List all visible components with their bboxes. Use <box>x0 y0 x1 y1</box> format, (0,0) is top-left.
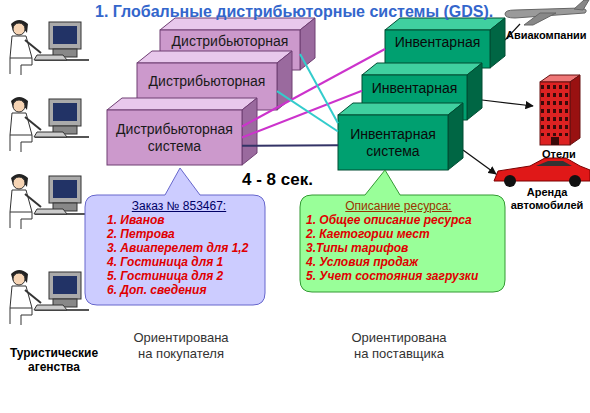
windows <box>540 84 570 136</box>
inventory-system-box: Инвентарная система <box>338 115 448 170</box>
airplane-illustration <box>505 0 589 25</box>
callout-item: 4. Гостиница для 1 <box>107 255 261 269</box>
box-side-face <box>277 51 292 110</box>
agent-illustration <box>10 174 89 229</box>
tail <box>574 0 589 10</box>
diagram-title: 1. Глобальные дистрибьюторные системы (G… <box>95 3 493 21</box>
connector-line <box>242 144 338 147</box>
box-label: Дистрибьюторная система <box>109 121 240 155</box>
agent-illustration <box>10 270 89 325</box>
callout-item: 3. Авиаперелет для 1,2 <box>107 241 261 255</box>
callout-item: 3.Типы тарифов <box>306 241 501 255</box>
inventory-system-box: Инвентарная <box>385 30 490 68</box>
box-side-face <box>467 63 482 120</box>
box-label: Инвентарная система <box>340 126 446 160</box>
order-callout: Заказ № 853467:1. Иванов2. Петрова3. Ави… <box>85 195 265 305</box>
callout-heading: Заказ № 853467: <box>97 199 261 213</box>
building-side <box>570 75 580 145</box>
leader-line <box>463 150 496 174</box>
callout-item: 5. Гостиница для 2 <box>107 269 261 283</box>
wing <box>524 13 556 25</box>
agent-illustration <box>10 97 89 152</box>
supplier-label: Аренда автомобилей <box>506 186 588 212</box>
time-label: 4 - 8 сек. <box>242 170 352 190</box>
connector-line <box>277 91 338 131</box>
orientation-note: Ориентирована на покупателя <box>125 330 237 361</box>
box-front-face <box>107 110 242 165</box>
callout-outline <box>300 170 505 292</box>
box-top-face <box>338 103 463 115</box>
car-window <box>536 161 572 166</box>
box-top-face <box>362 63 482 75</box>
box-front-face <box>338 115 448 170</box>
wheel <box>569 175 581 187</box>
box-top-face <box>137 51 292 63</box>
building-front <box>540 82 570 145</box>
callout-item: 6. Доп. сведения <box>107 283 261 297</box>
agent-illustration <box>10 20 89 75</box>
box-side-face <box>300 18 315 70</box>
callout-item: 5. Учет состояния загрузки <box>306 269 501 283</box>
callout-item: 4. Условия продаж <box>306 255 501 269</box>
supplier-label: Отели <box>542 148 587 161</box>
wheel <box>504 175 516 187</box>
connector-line <box>242 91 362 138</box>
callout-heading: Описание ресурса: <box>296 199 501 213</box>
orientation-note: Ориентирована на поставщика <box>343 330 455 361</box>
leader-line <box>482 100 533 106</box>
box-side-face <box>448 103 463 170</box>
callout-item: 2. Каетогории мест <box>306 227 501 241</box>
callout-item: 2. Петрова <box>107 227 261 241</box>
callout-item: 1. Иванов <box>107 213 261 227</box>
box-front-face <box>385 30 490 68</box>
hotel-illustration <box>540 75 580 145</box>
box-side-face <box>242 98 257 165</box>
resource-callout: Описание ресурса:1. Общее описание ресур… <box>300 195 505 292</box>
agency-label: Туристические агенства <box>2 346 106 375</box>
box-label: Инвентарная <box>395 34 481 51</box>
callout-item: 1. Общее описание ресурса <box>306 213 501 227</box>
supplier-label: Авиакомпании <box>506 29 590 42</box>
box-top-face <box>107 98 257 110</box>
car-illustration <box>494 158 590 187</box>
connector-line <box>300 54 338 123</box>
callout-outline <box>85 168 265 305</box>
box-label: Дистрибьюторная <box>149 73 266 90</box>
distribution-system-box: Дистрибьюторная система <box>107 110 242 165</box>
connector-line <box>242 49 385 127</box>
door <box>551 137 559 145</box>
box-label: Инвентарная <box>372 80 458 97</box>
box-side-face <box>490 18 505 68</box>
box-label: Дистрибьюторная <box>172 33 289 50</box>
